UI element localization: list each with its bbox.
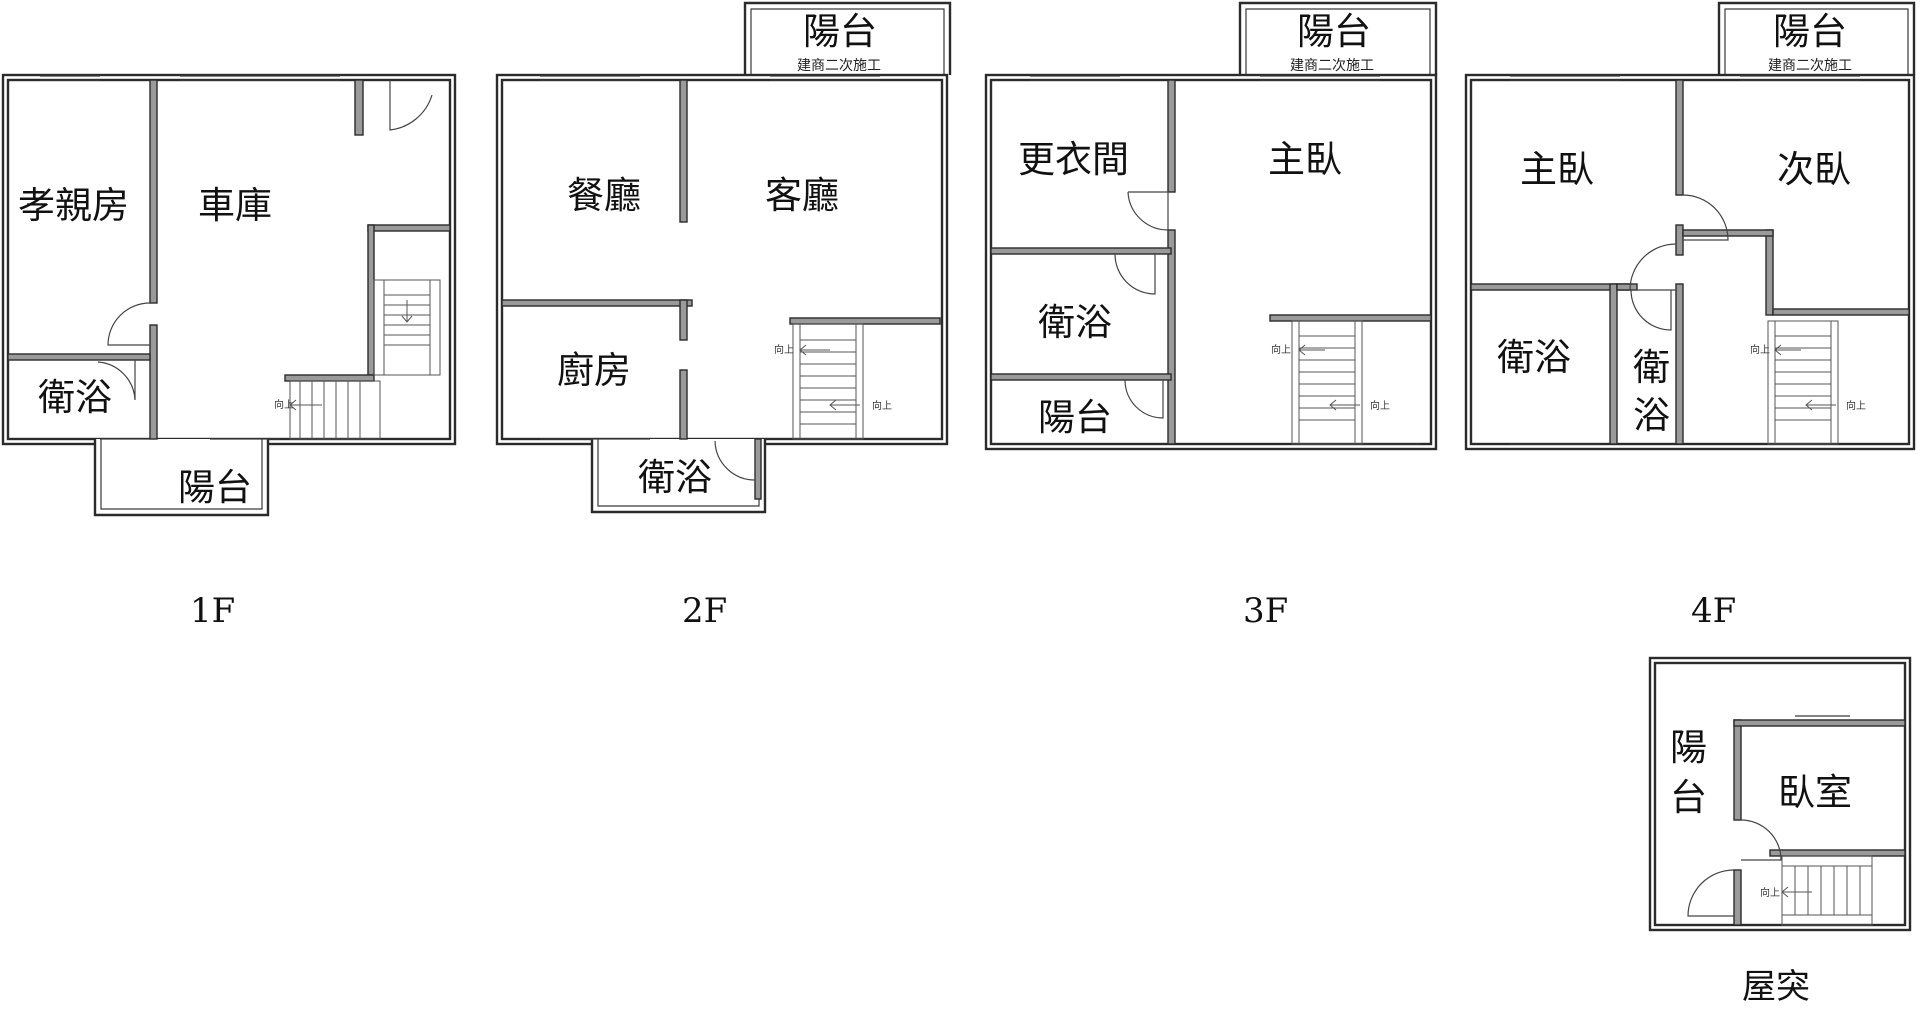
room-label: 客廳 [765,174,839,217]
room-label: 更衣間 [1018,138,1129,181]
stair-note: 向上 [1760,886,1780,899]
room-label: 陽台 [1038,396,1112,439]
floor-label: 4F [1691,591,1736,631]
floor-label: 1F [190,591,235,631]
floor-label: 屋突 [1742,967,1810,1007]
room-label: 衛 [1633,346,1670,389]
room-label: 主臥 [1268,138,1342,181]
floor-4f: 向上 向上 陽台 建商二次施工 主臥 次臥 衛浴 衛 浴 4F [1464,1,1916,631]
room-label: 臥室 [1778,771,1852,814]
stair-note: 向上 [1846,399,1866,412]
room-label: 車庫 [198,184,272,227]
floor-3f: 向上 向上 陽台 建商二次施工 更衣間 主臥 衛浴 陽台 3F [984,1,1438,631]
room-label: 衛浴 [38,376,112,419]
room-label: 次臥 [1777,148,1851,191]
stair-note: 向上 [1271,343,1291,356]
stair-note: 向上 [274,398,294,411]
stair-note: 向上 [1370,399,1390,412]
room-label: 衛浴 [1497,336,1571,379]
room-label: 衛浴 [1038,301,1112,344]
floor-1f: 向上 孝親房 車庫 衛浴 陽台 1F [1,73,457,631]
floor-label: 2F [682,591,727,631]
stair-note: 向上 [872,399,892,412]
room-label: 陽台 [1773,10,1847,53]
room-label: 主臥 [1520,148,1594,191]
floor-roof: 向上 陽 台 臥室 屋突 [1648,656,1912,1007]
stair-note: 向上 [774,343,794,356]
room-label: 陽 [1670,726,1707,769]
room-label: 廚房 [557,349,631,392]
floor-2f: 向上 向上 陽台 建商二次施工 餐廳 客廳 廚房 衛浴 2F [495,1,952,631]
room-label: 陽台 [1297,10,1371,53]
balcony-note: 建商二次施工 [1768,58,1852,74]
balcony-note: 建商二次施工 [797,58,881,74]
room-label: 孝親房 [18,184,129,227]
room-label: 陽台 [803,10,877,53]
balcony-note: 建商二次施工 [1290,58,1374,74]
floor-label: 3F [1243,591,1288,631]
room-label: 衛浴 [638,456,712,499]
room-label: 浴 [1633,394,1670,437]
room-label: 餐廳 [567,174,641,217]
stair-note: 向上 [1750,343,1770,356]
room-label: 台 [1670,776,1707,819]
room-label: 陽台 [178,466,252,509]
